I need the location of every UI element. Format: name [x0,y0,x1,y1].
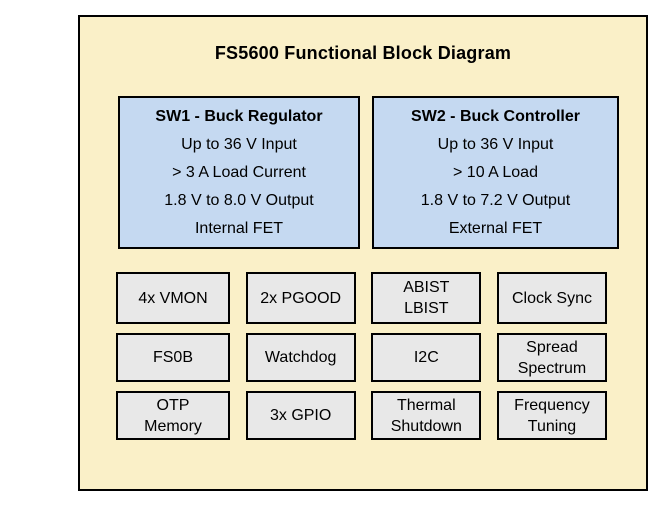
sw1-spec-load: > 3 A Load Current [172,163,306,181]
feature-watchdog: Watchdog [245,333,356,382]
feature-thermal-shutdown: Thermal Shutdown [371,391,482,440]
sw1-buck-regulator-block: SW1 - Buck Regulator Up to 36 V Input > … [118,96,360,249]
feature-vmon: 4x VMON [116,272,230,324]
feature-fs0b: FS0B [116,333,230,382]
feature-frequency-tuning: Frequency Tuning [496,391,607,440]
sw1-block-title: SW1 - Buck Regulator [155,107,323,125]
feature-spread-spectrum: Spread Spectrum [496,333,607,382]
sw1-spec-fet: Internal FET [194,219,284,237]
sw2-buck-controller-block: SW2 - Buck Controller Up to 36 V Input >… [372,96,619,249]
feature-i2c: I2C [371,333,482,382]
diagram-title: FS5600 Functional Block Diagram [214,43,512,63]
sw1-spec-input: Up to 36 V Input [181,135,297,153]
sw2-spec-output: 1.8 V to 7.2 V Output [420,191,571,209]
sw2-spec-fet: External FET [448,219,543,237]
sw1-spec-output: 1.8 V to 8.0 V Output [164,191,314,209]
feature-clock-sync: Clock Sync [496,272,607,324]
sw2-block-title: SW2 - Buck Controller [411,107,580,125]
block-diagram-panel: FS5600 Functional Block Diagram SW1 - Bu… [78,15,648,491]
feature-pgood: 2x PGOOD [245,272,356,324]
sw2-spec-input: Up to 36 V Input [437,135,554,153]
feature-grid: 4x VMON 2x PGOOD ABIST LBIST Clock Sync … [116,272,607,440]
feature-otp-memory: OTP Memory [116,391,230,440]
feature-abist-lbist: ABIST LBIST [371,272,482,324]
feature-gpio: 3x GPIO [245,391,356,440]
sw2-spec-load: > 10 A Load [453,163,538,181]
